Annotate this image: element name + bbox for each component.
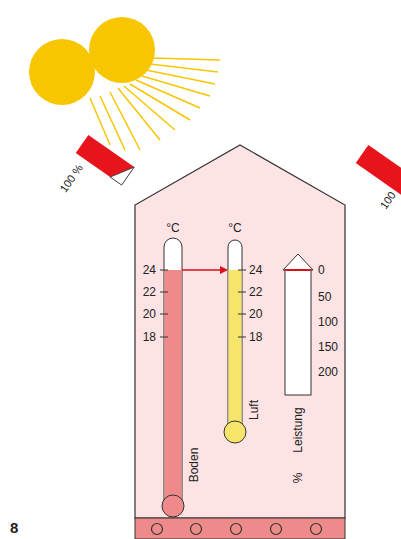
scale-value: 24 — [249, 264, 262, 276]
transfer-arrow — [182, 266, 228, 274]
thermometer-label: Boden — [188, 448, 200, 483]
unit-label: °C — [166, 222, 179, 234]
sensor-label: 100 % — [59, 162, 86, 194]
unit-label: °C — [228, 222, 241, 234]
heating-pipes — [152, 524, 322, 535]
scale-value: 150 — [318, 341, 338, 353]
thermometer-label: Luft — [248, 400, 260, 420]
unit-label: % — [292, 473, 304, 484]
power-gauge — [283, 254, 313, 395]
scale-value: 18 — [143, 331, 156, 343]
scale-value: 50 — [318, 291, 331, 303]
scale-value: 200 — [318, 366, 338, 378]
scale-value: 24 — [143, 264, 156, 276]
scale-value: 100 — [318, 316, 338, 328]
scale-value: 18 — [249, 331, 262, 343]
soil-thermometer — [160, 238, 184, 517]
scale-value: 20 — [143, 308, 156, 320]
light-sensor — [76, 135, 134, 185]
scale-value: 0 — [318, 264, 325, 276]
light-sensor — [356, 145, 401, 195]
gauge-label: Leistung — [292, 407, 304, 452]
air-thermometer — [224, 240, 246, 443]
scale-value: 22 — [143, 286, 156, 298]
sun — [89, 17, 155, 83]
greenhouse — [135, 145, 345, 518]
floor-heating — [135, 518, 345, 539]
scale-value: 20 — [249, 308, 262, 320]
sun — [29, 39, 95, 105]
sensor-label: 100 — [378, 189, 398, 210]
figure-number: 8 — [10, 520, 18, 535]
scale-value: 22 — [249, 286, 262, 298]
